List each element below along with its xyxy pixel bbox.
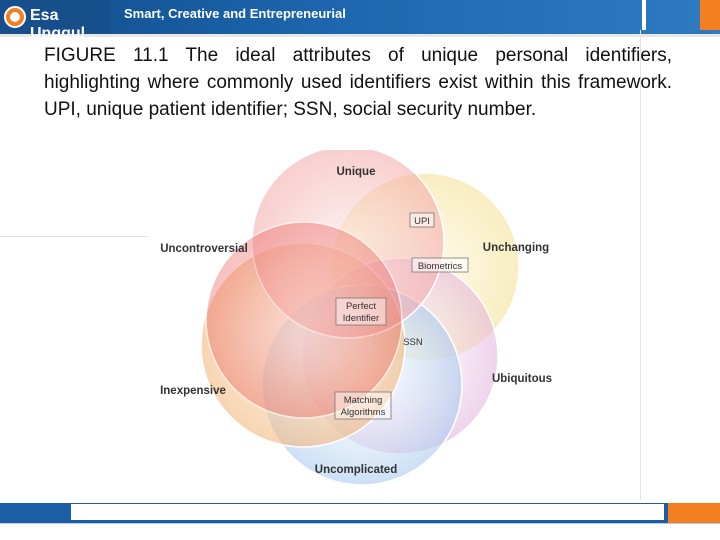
label-matching-line2: Algorithms bbox=[341, 407, 386, 418]
circle-uncontroversial bbox=[205, 221, 403, 419]
slide-horizontal-rule bbox=[0, 236, 148, 237]
label-matching-line1: Matching bbox=[344, 395, 383, 406]
label-unique: Unique bbox=[337, 166, 376, 178]
label-biometrics: Biometrics bbox=[418, 261, 463, 272]
header-divider bbox=[0, 34, 720, 37]
logo: Esa Unggul bbox=[0, 0, 110, 42]
label-perfect-line1: Perfect bbox=[346, 301, 376, 312]
label-upi: UPI bbox=[414, 216, 430, 227]
logo-emblem-icon bbox=[4, 6, 26, 28]
box-matching-algorithms bbox=[334, 391, 392, 420]
box-perfect-identifier bbox=[335, 297, 387, 326]
label-inexpensive: Inexpensive bbox=[160, 385, 226, 397]
identifier-venn-diagram: Unique Unchanging Uncontroversial Ubiqui… bbox=[160, 150, 552, 486]
label-uncomplicated: Uncomplicated bbox=[315, 464, 397, 476]
label-unchanging: Unchanging bbox=[483, 242, 549, 254]
label-ubiquitous: Ubiquitous bbox=[492, 373, 552, 385]
header-tagline: Smart, Creative and Entrepreneurial bbox=[124, 6, 346, 21]
label-ssn: SSN bbox=[403, 337, 423, 348]
header-banner bbox=[0, 0, 720, 34]
footer-inner-panel bbox=[70, 503, 665, 521]
logo-text: Esa Unggul bbox=[30, 7, 86, 42]
box-biometrics bbox=[411, 257, 469, 273]
slide-vertical-rule bbox=[640, 30, 641, 500]
label-perfect-line2: Identifier bbox=[343, 313, 379, 324]
box-upi bbox=[409, 212, 435, 228]
label-uncontroversial: Uncontroversial bbox=[160, 243, 248, 255]
footer-orange-accent bbox=[668, 503, 720, 523]
header-orange-accent bbox=[700, 0, 720, 30]
figure-caption: FIGURE 11.1 The ideal attributes of uniq… bbox=[44, 45, 672, 120]
footer-divider bbox=[0, 523, 720, 524]
header-accent-rule bbox=[642, 0, 646, 30]
